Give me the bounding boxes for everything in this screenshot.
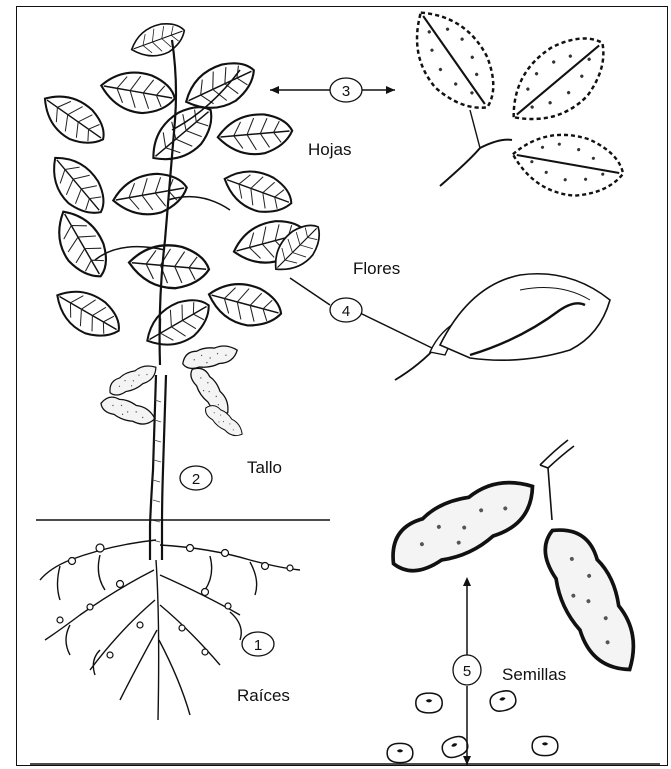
marker-5: 5	[453, 655, 481, 685]
marker-1-number: 1	[254, 637, 262, 654]
seed-detail	[380, 440, 649, 763]
plant-illustration	[34, 17, 330, 720]
pods-on-plant	[98, 343, 246, 441]
marker-2-number: 2	[192, 471, 200, 488]
marker-5-number: 5	[463, 663, 471, 680]
label-seeds: Semillas	[502, 665, 566, 685]
marker-2: 2	[180, 466, 212, 490]
marker-4-number: 4	[342, 303, 350, 320]
marker-3-number: 3	[342, 83, 350, 100]
label-leaves: Hojas	[308, 140, 351, 160]
marker-4: 4	[330, 298, 362, 322]
label-roots: Raíces	[237, 686, 290, 706]
leaf-detail	[395, 0, 628, 204]
marker-1: 1	[242, 632, 274, 656]
label-flowers: Flores	[353, 259, 400, 279]
foliage	[34, 17, 330, 358]
flower-detail	[395, 274, 610, 380]
callout-lines	[270, 90, 467, 765]
label-stem: Tallo	[247, 458, 282, 478]
arrowheads	[270, 86, 471, 765]
marker-3: 3	[330, 78, 362, 102]
